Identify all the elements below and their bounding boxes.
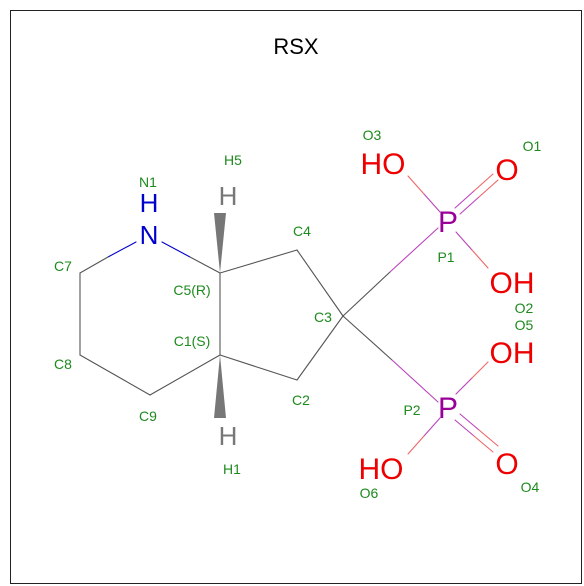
bond-p1-o2-b <box>471 249 489 269</box>
bond-p2-o6-a <box>423 417 441 437</box>
atom-h-on-n1: H <box>140 188 159 218</box>
bond-n1-c5-a <box>161 241 191 258</box>
bond-p1-o1-a1 <box>454 190 475 209</box>
label-c1: C1(S) <box>174 333 211 349</box>
label-c3: C3 <box>314 309 332 325</box>
bond-c3-c2 <box>296 315 344 381</box>
atom-o5: OH <box>490 337 535 370</box>
atom-h5: H <box>219 181 238 211</box>
bond-p1-o3-b <box>407 175 425 195</box>
bond-n1-c7-b <box>79 256 109 274</box>
label-o2: O2 <box>515 300 534 316</box>
bond-p2-o5-b <box>471 361 489 379</box>
bond-p2-o6-b <box>407 435 425 455</box>
atom-o1: O <box>495 154 518 187</box>
bond-p1-o1-b2 <box>478 179 499 198</box>
label-o5: O5 <box>515 317 534 333</box>
label-c4: C4 <box>293 223 311 239</box>
label-c2: C2 <box>292 392 310 408</box>
diagram-frame <box>10 10 582 584</box>
bond-p2-o5-a <box>455 377 473 395</box>
bond-p2-o4-a1 <box>454 419 475 437</box>
label-h1: H1 <box>223 461 241 477</box>
label-c8: C8 <box>54 356 72 372</box>
bond-p1-o1-b1 <box>459 196 480 215</box>
label-c7: C7 <box>54 258 72 274</box>
label-p1: P1 <box>437 249 454 265</box>
atom-o6: HO <box>359 453 404 486</box>
bond-c3-p2-b <box>391 359 439 403</box>
bond-c2-c1 <box>219 354 298 381</box>
bond-p1-o1-a2 <box>473 173 494 192</box>
bond-p1-o2-a <box>455 231 473 251</box>
label-layer: N1 H5 C7 C4 C5(R) C3 C8 C1(S) C2 C9 H1 O… <box>54 127 541 501</box>
bond-n1-c5-b <box>189 256 221 274</box>
bond-c3-p1-a <box>342 271 391 317</box>
label-o6: O6 <box>360 485 379 501</box>
label-o1: O1 <box>523 138 542 154</box>
label-c5: C5(R) <box>173 282 210 298</box>
label-h5: H5 <box>224 152 242 168</box>
label-o3: O3 <box>363 127 382 143</box>
atom-p1: P <box>438 206 458 239</box>
bond-p1-o3-a <box>423 193 441 213</box>
stereo-wedge-c5-h5 <box>214 213 226 273</box>
bond-c8-c9 <box>79 354 151 396</box>
bond-p2-o4-b2 <box>478 429 499 447</box>
bond-c3-p2-a <box>342 315 393 361</box>
bond-c3-p1-b <box>389 227 439 273</box>
atom-layer: H N H H HO O P OH OH P HO O <box>140 148 535 486</box>
atom-p2: P <box>438 392 458 425</box>
diagram-title: RSX <box>273 34 319 59</box>
atom-o3: HO <box>361 148 406 181</box>
bond-c5-c4 <box>219 249 298 274</box>
label-n1: N1 <box>139 174 157 190</box>
atom-o4: O <box>495 448 518 481</box>
bond-p2-o4-a2 <box>473 435 494 453</box>
atom-h1: H <box>219 421 238 451</box>
label-p2: P2 <box>403 402 420 418</box>
label-c9: C9 <box>139 408 157 424</box>
bond-c4-c3 <box>296 249 344 317</box>
stereo-wedge-c1-h1 <box>214 355 226 418</box>
bond-n1-c7-a <box>107 241 137 258</box>
bond-c9-c1 <box>149 354 221 396</box>
atom-n1: N <box>140 220 159 250</box>
label-o4: O4 <box>521 479 540 495</box>
bond-p2-o4-b1 <box>459 413 480 431</box>
bond-layer <box>79 173 499 455</box>
atom-o2: OH <box>490 267 535 300</box>
